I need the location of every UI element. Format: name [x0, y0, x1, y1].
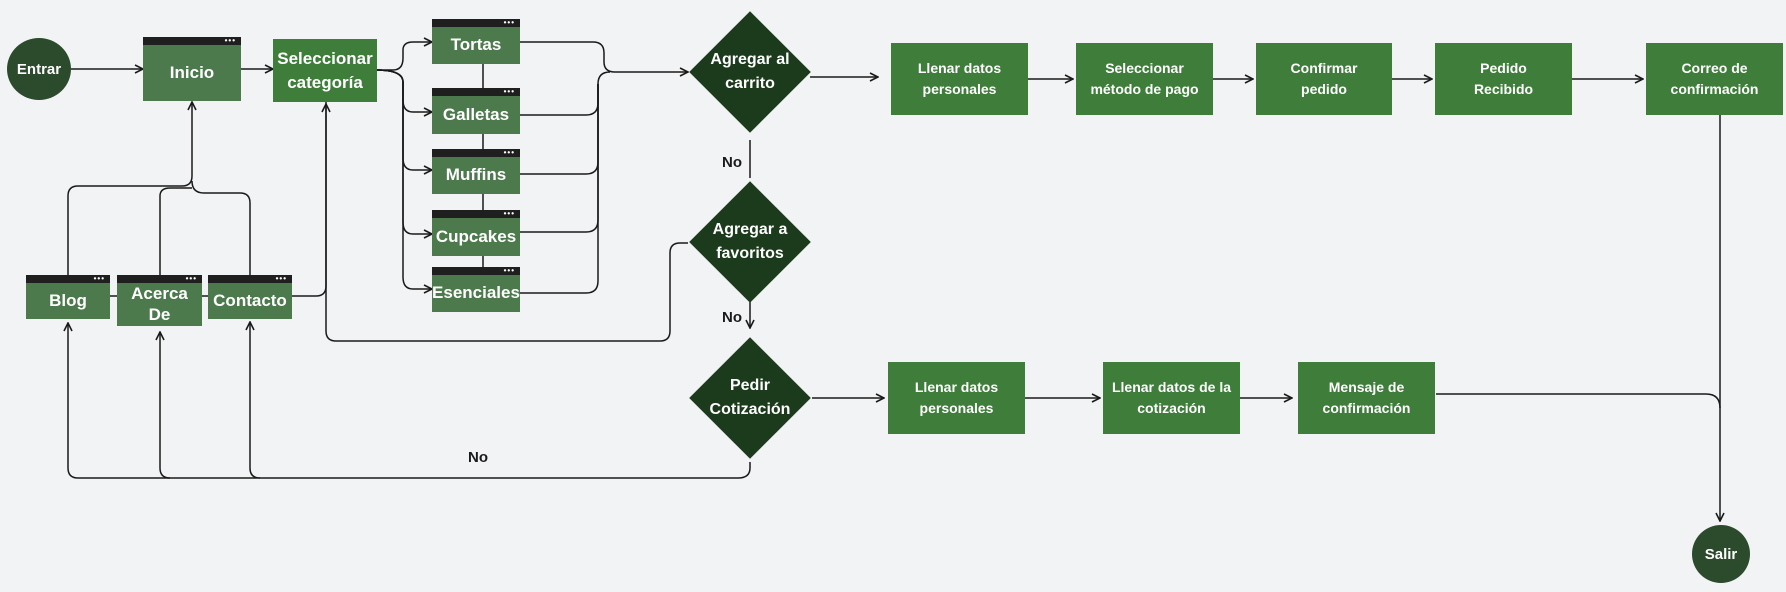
purchase-step-3-line1: Confirmar — [1290, 60, 1358, 76]
purchase-step-2-line2: método de pago — [1090, 81, 1199, 97]
page-inicio: ••• Inicio — [143, 37, 241, 101]
purchase-step-confirm-order: Confirmar pedido — [1256, 43, 1392, 115]
end-terminal: Salir — [1692, 525, 1750, 583]
page-blog: ••• Blog — [26, 275, 110, 319]
decision-add-to-favorites: Agregar a favoritos — [689, 181, 811, 303]
window-dots-icon: ••• — [503, 209, 515, 218]
purchase-step-2-line1: Seleccionar — [1105, 60, 1184, 76]
decision-cart-line2: carrito — [725, 75, 775, 92]
purchase-step-personal-data: Llenar datos personales — [891, 43, 1028, 115]
decision-favorites-line2: favoritos — [716, 245, 784, 262]
connector-contacto-inicio — [191, 180, 251, 275]
select-category-line1: Seleccionar — [277, 48, 373, 68]
start-label: Entrar — [16, 60, 62, 78]
category-tortas: •••Tortas — [432, 19, 520, 64]
connector-acerca-inicio — [159, 187, 192, 275]
decision-quote-line1: Pedir — [729, 377, 770, 394]
connector-message-salir — [1436, 393, 1721, 409]
connector-loop-contacto — [250, 322, 261, 479]
connector-quote-loop — [68, 323, 751, 479]
page-inicio-label: Inicio — [169, 62, 215, 82]
quote-step-2-line2: cotización — [1137, 400, 1206, 416]
purchase-step-5-line1: Correo de — [1681, 60, 1748, 76]
page-contacto: ••• Contacto — [208, 275, 292, 319]
category-cupcakes: ••• Cupcakes — [432, 210, 520, 256]
quote-step-2-line1: Llenar datos de la — [1111, 379, 1232, 395]
window-dots-icon: ••• — [224, 36, 236, 45]
connector-loop-acerca — [160, 332, 171, 479]
purchase-step-5-line2: confirmación — [1670, 81, 1759, 97]
purchase-step-3-line2: pedido — [1301, 81, 1347, 97]
purchase-step-4-line2: Recibido — [1473, 81, 1534, 97]
page-acerca-line1: Acerca — [131, 284, 188, 304]
connector-muffins-cart — [520, 84, 599, 175]
category-muffins: ••• Muffins — [432, 149, 520, 194]
window-dots-icon: ••• — [503, 148, 515, 157]
select-category-box: Seleccionar categoría — [273, 39, 377, 102]
quote-step-quote-data: Llenar datos de la cotización — [1103, 362, 1240, 434]
category-muffins-label: Muffins — [445, 165, 507, 185]
category-cupcakes-label: Cupcakes — [435, 226, 517, 246]
start-terminal: Entrar — [7, 38, 71, 100]
connector-contacto-category — [292, 100, 327, 297]
connector-to-galletas — [376, 69, 432, 112]
quote-step-3-line1: Mensaje de — [1328, 379, 1405, 395]
purchase-step-payment-method: Seleccionar método de pago — [1076, 43, 1213, 115]
category-galletas-label: Galletas — [442, 104, 510, 124]
label-no-quote: No — [468, 449, 488, 466]
window-dots-icon: ••• — [503, 18, 515, 27]
category-esenciales-label: Esenciales — [432, 283, 520, 303]
label-no-cart: No — [722, 154, 742, 171]
label-no-favorites: No — [722, 309, 742, 326]
window-dots-icon: ••• — [503, 87, 515, 96]
connector-tortas-cart — [520, 41, 688, 72]
end-label: Salir — [1704, 545, 1738, 563]
window-dots-icon: ••• — [275, 274, 287, 283]
decision-add-to-cart: Agregar al carrito — [689, 11, 811, 133]
page-contacto-label: Contacto — [213, 290, 287, 310]
connector-favorites-category — [326, 104, 688, 342]
connector-to-muffins — [376, 69, 432, 170]
connector-pages-inicio — [67, 102, 192, 275]
category-tortas-label: Tortas — [450, 35, 502, 55]
select-category-line2: categoría — [287, 72, 363, 92]
window-dots-icon: ••• — [93, 274, 105, 283]
window-dots-icon: ••• — [185, 274, 197, 283]
purchase-step-1-line2: personales — [922, 81, 997, 97]
quote-step-1-line2: personales — [919, 400, 994, 416]
category-galletas: ••• Galletas — [432, 88, 520, 134]
connector-to-tortas — [377, 42, 432, 71]
connector-esenciales-cart — [520, 84, 599, 294]
purchase-step-confirmation-email: Correo de confirmación — [1646, 43, 1783, 115]
quote-step-personal-data: Llenar datos personales — [888, 362, 1025, 434]
quote-step-confirmation-message: Mensaje de confirmación — [1298, 362, 1435, 434]
connector-to-esenciales — [376, 69, 432, 289]
purchase-step-1-line1: Llenar datos — [917, 60, 1002, 76]
connector-to-cupcakes — [376, 69, 432, 234]
quote-step-1-line1: Llenar datos — [914, 379, 999, 395]
connector-galletas-cart — [520, 71, 611, 116]
decision-favorites-line1: Agregar a — [712, 221, 788, 238]
category-esenciales: ••• Esenciales — [432, 267, 520, 312]
page-blog-label: Blog — [49, 290, 87, 310]
window-dots-icon: ••• — [503, 266, 515, 275]
quote-step-3-line2: confirmación — [1322, 400, 1411, 416]
connector-cupcakes-cart — [520, 84, 599, 233]
decision-quote-line2: Cotización — [709, 401, 791, 418]
page-acerca-line2: De — [148, 304, 171, 324]
purchase-step-4-line1: Pedido — [1480, 60, 1527, 76]
decision-cart-line1: Agregar al — [710, 51, 790, 68]
